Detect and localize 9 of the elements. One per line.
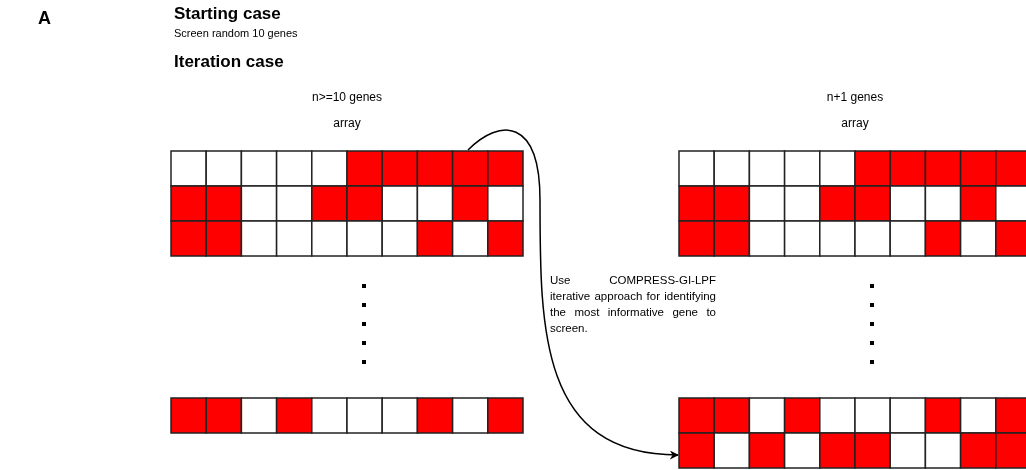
section-text: Screen random 10 genes (174, 27, 298, 39)
array-heading: n+1 genes (826, 90, 884, 104)
array-label: array (333, 116, 361, 130)
section-heading: Starting case (174, 4, 281, 24)
curved-arrow (467, 129, 679, 459)
array-heading: n>=10 genes (311, 90, 383, 104)
section-heading: Iteration case (174, 52, 284, 72)
array-label: array (841, 116, 869, 130)
panel-letter: A (38, 8, 51, 29)
